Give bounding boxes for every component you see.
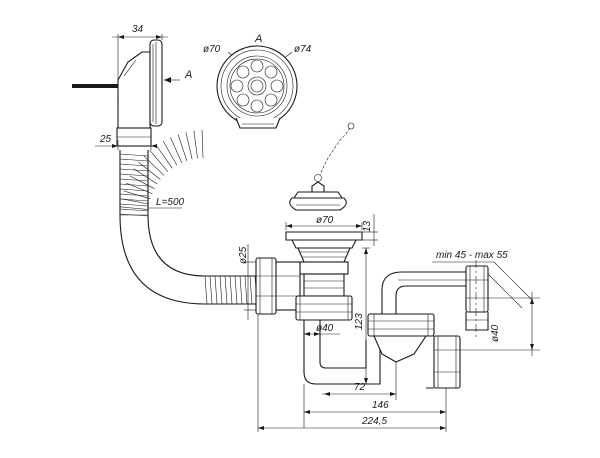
dim-phi40-left-label: ø40 bbox=[316, 323, 334, 334]
dim-phi40-left: ø40 bbox=[304, 323, 340, 336]
dim-phi40-right-label: ø40 bbox=[490, 324, 501, 342]
drain-body bbox=[255, 231, 363, 321]
dim-146-label: 146 bbox=[372, 400, 389, 411]
dim-146: 146 bbox=[304, 388, 447, 416]
dim-224: 224,5 bbox=[257, 314, 447, 432]
u-trap bbox=[303, 290, 435, 385]
dim-phi70-top: ø70 bbox=[203, 44, 221, 55]
dim-72: 72 bbox=[303, 362, 397, 428]
dim-phi74: ø74 bbox=[294, 44, 312, 55]
dim-34: 34 bbox=[112, 24, 168, 80]
outlet-nut-top bbox=[465, 265, 489, 313]
outlet-nut-bottom bbox=[433, 335, 461, 389]
dim-13-label: 13 bbox=[362, 220, 373, 232]
overflow-assembly bbox=[72, 39, 163, 147]
dim-13: 13 bbox=[362, 214, 378, 246]
dim-phi25: ø25 bbox=[238, 244, 256, 320]
view-a-title: A bbox=[254, 33, 262, 45]
corrugated-hose bbox=[119, 130, 258, 305]
outlet-assembly bbox=[381, 265, 489, 389]
plug-chain bbox=[314, 122, 355, 182]
overflow-rod bbox=[72, 84, 118, 88]
outlet-nut bbox=[295, 295, 353, 321]
dim-min-max: min 45 - max 55 bbox=[432, 250, 533, 309]
dim-phi70-mid: ø70 bbox=[285, 215, 363, 230]
dim-123: 123 bbox=[354, 247, 370, 384]
dim-phi25-label: ø25 bbox=[238, 246, 249, 264]
dim-123-label: 123 bbox=[354, 313, 365, 330]
dim-224-label: 224,5 bbox=[361, 416, 387, 427]
hose-nut bbox=[255, 257, 277, 315]
dim-phi40-right: ø40 bbox=[460, 292, 540, 356]
drain-flange bbox=[285, 231, 363, 241]
view-a-grate: A ø70 ø74 bbox=[203, 33, 312, 129]
dim-25-left-label: 25 bbox=[99, 134, 112, 145]
trap-nut bbox=[367, 313, 435, 337]
view-a-arrow-label: A bbox=[184, 69, 192, 81]
dim-72-label: 72 bbox=[354, 382, 366, 393]
dim-phi70-mid-label: ø70 bbox=[316, 215, 334, 226]
trap-cup bbox=[373, 335, 428, 363]
plug bbox=[289, 181, 347, 211]
view-a-arrow: A bbox=[164, 69, 192, 83]
hose-length-callout: L=500 bbox=[148, 197, 185, 209]
dim-min-max-label: min 45 - max 55 bbox=[436, 250, 508, 261]
grate-outer bbox=[216, 45, 298, 127]
dim-25-left: 25 bbox=[95, 134, 157, 150]
grate-tab bbox=[235, 117, 281, 129]
hose-length-label: L=500 bbox=[156, 197, 185, 208]
dim-34-label: 34 bbox=[132, 24, 144, 35]
